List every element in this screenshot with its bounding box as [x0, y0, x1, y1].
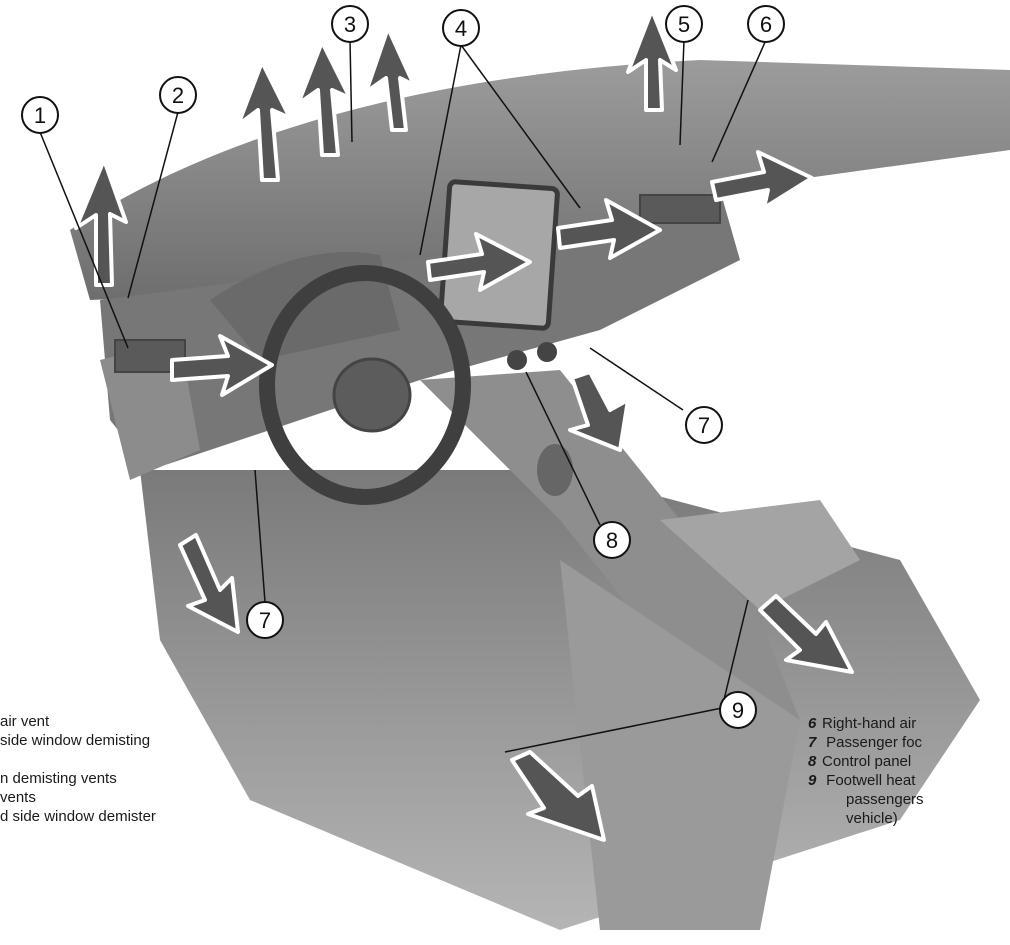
- floor-area: [140, 470, 980, 930]
- callout-7-left: 7: [247, 602, 283, 638]
- callout-3: 3: [332, 6, 368, 42]
- control-knob-right: [537, 342, 557, 362]
- legend-right-text-9-cont: passengers: [846, 791, 924, 808]
- gear-lever: [537, 444, 573, 496]
- callout-3-label: 3: [344, 12, 356, 37]
- callout-9: 9: [720, 692, 756, 728]
- callout-8: 8: [594, 522, 630, 558]
- legend-left-item-5: vents: [0, 788, 330, 807]
- callout-6: 6: [748, 6, 784, 42]
- callout-1-label: 1: [34, 103, 46, 128]
- control-knob-left: [507, 350, 527, 370]
- callout-6-label: 6: [760, 12, 772, 37]
- callout-5-label: 5: [678, 12, 690, 37]
- legend-right-text-9: Footwell heat: [822, 772, 915, 789]
- callout-7-right: 7: [686, 407, 722, 443]
- steering-wheel-hub: [334, 359, 410, 431]
- legend-right-item-9-cont2: vehicle): [808, 809, 1010, 828]
- legend-right-num-8: 8: [808, 752, 822, 771]
- legend-right-item-9-cont: passengers: [808, 790, 1010, 809]
- callout-4: 4: [443, 10, 479, 46]
- callout-2-label: 2: [172, 83, 184, 108]
- legend-left-item-3: [0, 750, 330, 769]
- legend-right-num-6: 6: [808, 714, 822, 733]
- legend-left-item-2: side window demisting: [0, 731, 330, 750]
- callout-1: 1: [22, 97, 58, 133]
- legend-right-text-6: Right-hand air: [822, 715, 916, 732]
- legend-right-num-9: 9: [808, 771, 822, 790]
- legend-right-text-9-cont2: vehicle): [846, 810, 898, 827]
- legend-left-item-4: n demisting vents: [0, 769, 330, 788]
- legend-right-num-7: 7: [808, 733, 822, 752]
- callout-7-left-label: 7: [259, 608, 271, 633]
- callout-9-label: 9: [732, 698, 744, 723]
- legend-left: air vent side window demisting n demisti…: [0, 712, 330, 826]
- right-dash-vent: [640, 195, 720, 223]
- callout-5: 5: [666, 6, 702, 42]
- legend-right-text-8: Control panel: [822, 753, 911, 770]
- callout-8-label: 8: [606, 528, 618, 553]
- callout-4-label: 4: [455, 16, 467, 41]
- legend-left-item-6: d side window demister: [0, 807, 330, 826]
- legend-right-item-9: 9 Footwell heat: [808, 771, 1010, 790]
- legend-left-item-1: air vent: [0, 712, 330, 731]
- legend-right-item-7: 7 Passenger foc: [808, 733, 1010, 752]
- callout-7-right-label: 7: [698, 413, 710, 438]
- callout-2: 2: [160, 77, 196, 113]
- legend-right-text-7: Passenger foc: [822, 734, 922, 751]
